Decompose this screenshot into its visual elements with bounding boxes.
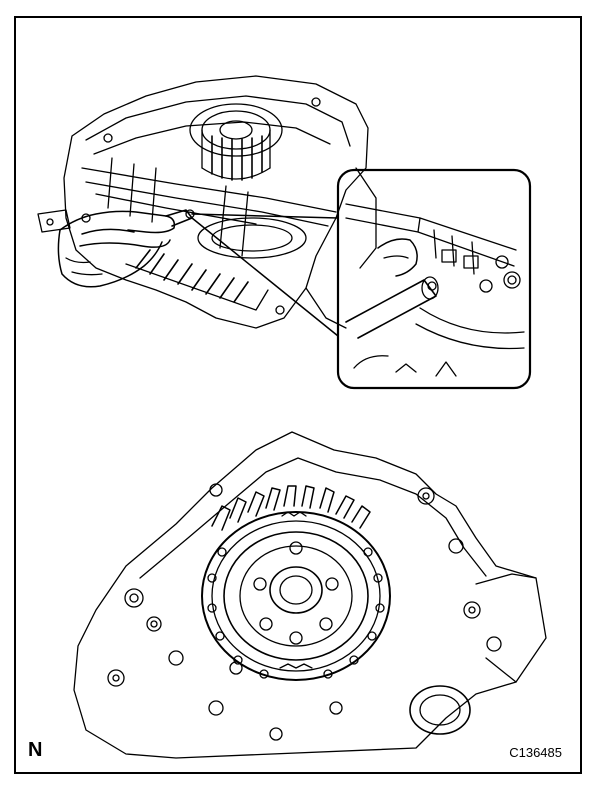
transaxle-top-view [37, 75, 377, 337]
figure-frame: N C136485 [14, 16, 582, 774]
orientation-label: N [28, 739, 43, 761]
technical-illustration [37, 75, 547, 759]
detail-callout [336, 168, 532, 390]
figure-id: C136485 [509, 745, 562, 760]
transaxle-front-view [73, 431, 547, 759]
